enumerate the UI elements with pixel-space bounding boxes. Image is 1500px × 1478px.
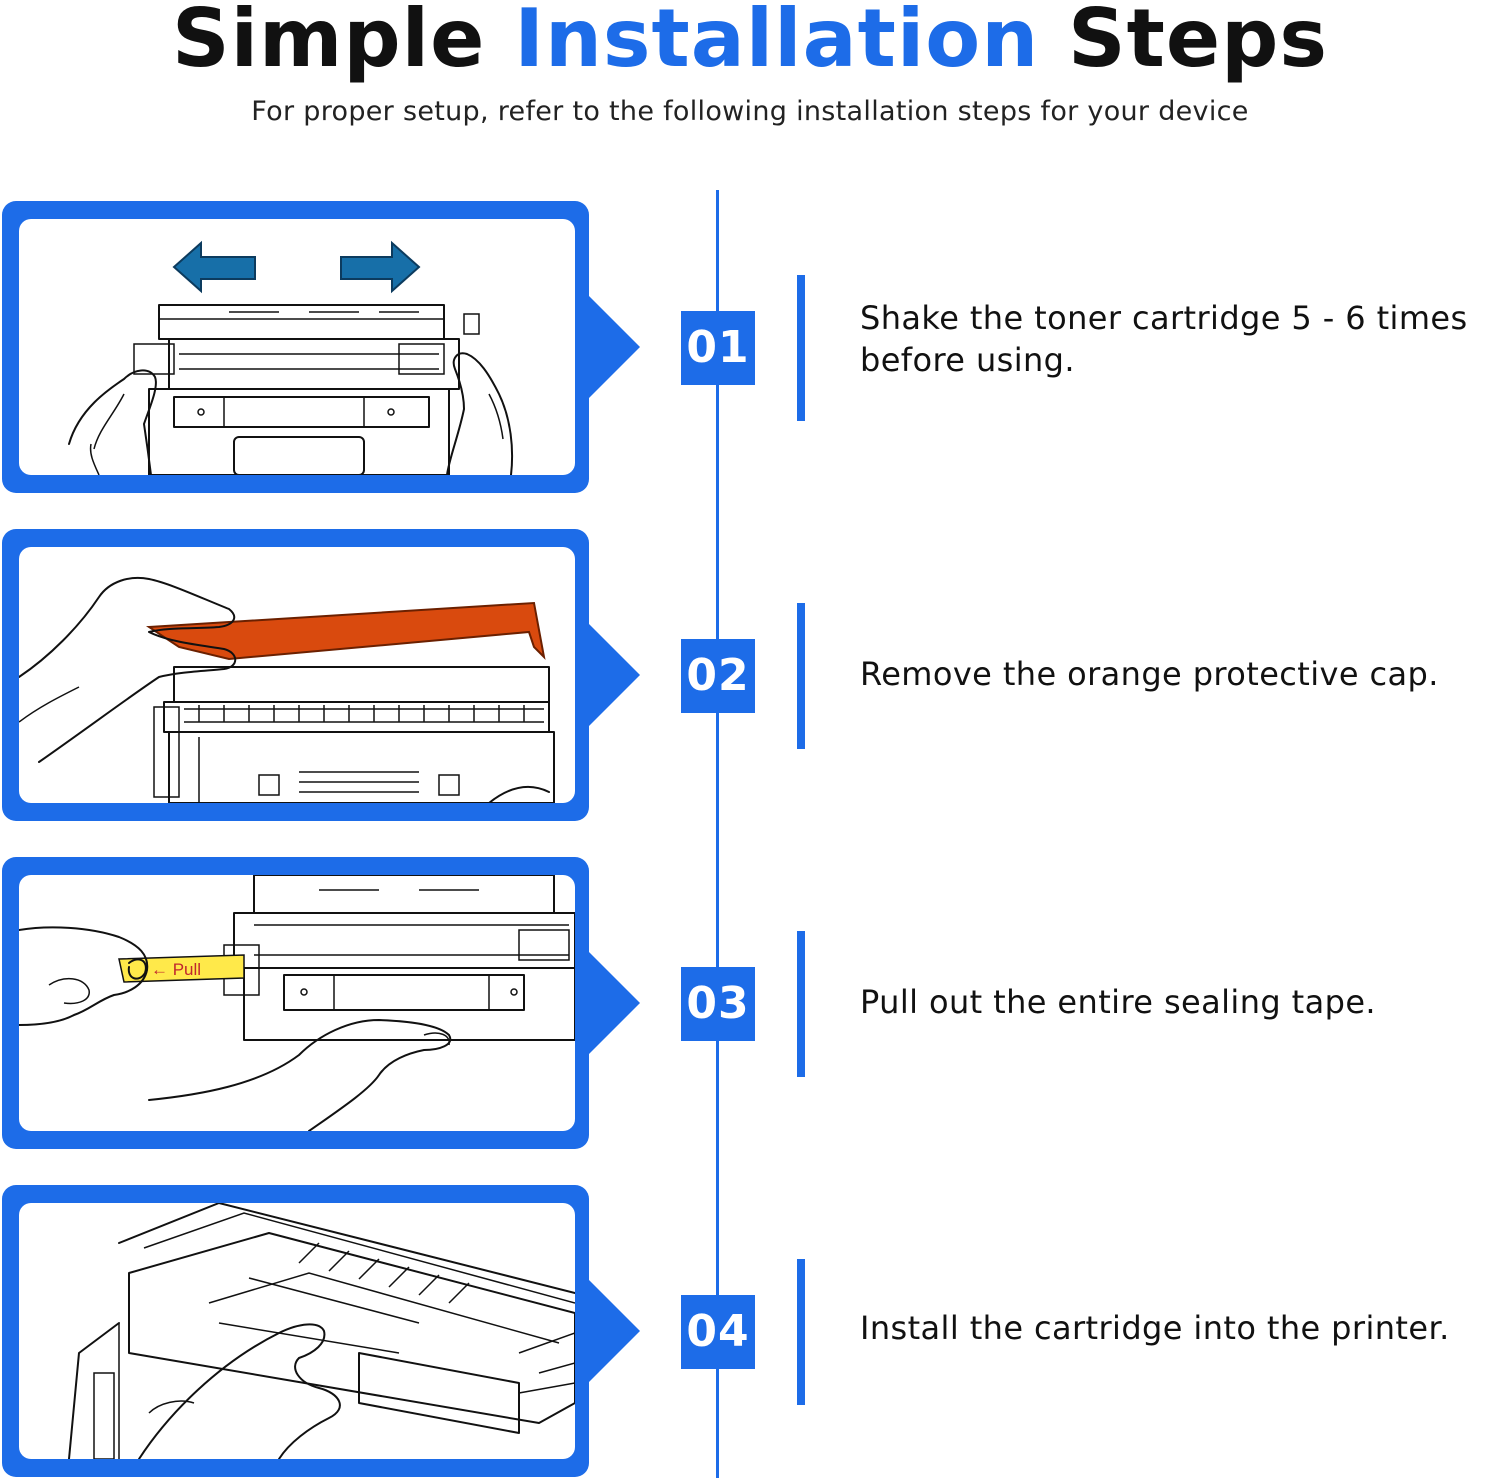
right-hand-drawing xyxy=(446,352,514,475)
hand-drawing xyxy=(19,577,237,763)
left-hand-drawing xyxy=(19,926,149,1026)
step-1: 01 Shake the toner cartridge 5 - 6 times… xyxy=(0,201,1500,493)
pull-tape-label: ← Pull xyxy=(151,960,201,979)
step-3-number-badge: 03 xyxy=(681,967,755,1041)
shake-cartridge-illustration xyxy=(68,240,514,475)
printer-drawing xyxy=(68,1203,575,1459)
step-4-illustration xyxy=(19,1203,575,1459)
step-2-pointer xyxy=(586,621,640,729)
step-2-description: Remove the orange protective cap. xyxy=(860,655,1439,693)
step-2-number-badge: 02 xyxy=(681,639,755,713)
step-3-divider xyxy=(797,931,805,1077)
page-subtitle: For proper setup, refer to the following… xyxy=(251,96,1249,127)
step-1-illustration-frame xyxy=(2,201,589,493)
left-hand-drawing xyxy=(68,369,157,475)
step-4-divider xyxy=(797,1259,805,1405)
step-3-pointer xyxy=(586,949,640,1057)
toner-cartridge-drawing xyxy=(133,304,480,475)
step-3-illustration-frame: ← Pull xyxy=(2,857,589,1149)
step-2: 02 Remove the orange protective cap. xyxy=(0,529,1500,821)
step-3-description: Pull out the entire sealing tape. xyxy=(860,983,1376,1021)
arrow-left-icon xyxy=(172,240,256,294)
right-hand-drawing xyxy=(148,1019,452,1131)
step-2-illustration-frame xyxy=(2,529,589,821)
step-3: ← Pull 03 Pull out the entire sealing ta… xyxy=(0,857,1500,1149)
page-title: Simple Installation Steps xyxy=(0,0,1500,84)
toner-cartridge-drawing xyxy=(153,666,555,803)
title-accent: Installation xyxy=(514,0,1040,85)
step-2-divider xyxy=(797,603,805,749)
step-4: 04 Install the cartridge into the printe… xyxy=(0,1185,1500,1477)
sealing-tape-drawing xyxy=(118,954,245,983)
step-1-number-badge: 01 xyxy=(681,311,755,385)
timeline-line xyxy=(716,190,719,1478)
step-3-illustration: ← Pull xyxy=(19,875,575,1131)
pull-tape-illustration: ← Pull xyxy=(19,875,575,1131)
step-4-illustration-frame xyxy=(2,1185,589,1477)
step-1-divider xyxy=(797,275,805,421)
toner-cartridge-drawing xyxy=(128,1232,575,1434)
step-2-illustration xyxy=(19,547,575,803)
step-1-illustration xyxy=(19,219,575,475)
step-4-pointer xyxy=(586,1277,640,1385)
title-part-2: Steps xyxy=(1068,0,1329,85)
title-part-1: Simple xyxy=(171,0,486,85)
remove-cap-illustration xyxy=(19,577,555,803)
step-4-description: Install the cartridge into the printer. xyxy=(860,1309,1450,1347)
step-1-pointer xyxy=(586,293,640,401)
hand-drawing xyxy=(138,1323,341,1459)
step-1-description: Shake the toner cartridge 5 - 6 times be… xyxy=(860,299,1468,379)
step-4-number-badge: 04 xyxy=(681,1295,755,1369)
orange-cap-drawing xyxy=(145,601,546,661)
arrow-right-icon xyxy=(340,240,421,294)
toner-cartridge-drawing xyxy=(223,875,575,1041)
install-cartridge-illustration xyxy=(68,1203,575,1459)
